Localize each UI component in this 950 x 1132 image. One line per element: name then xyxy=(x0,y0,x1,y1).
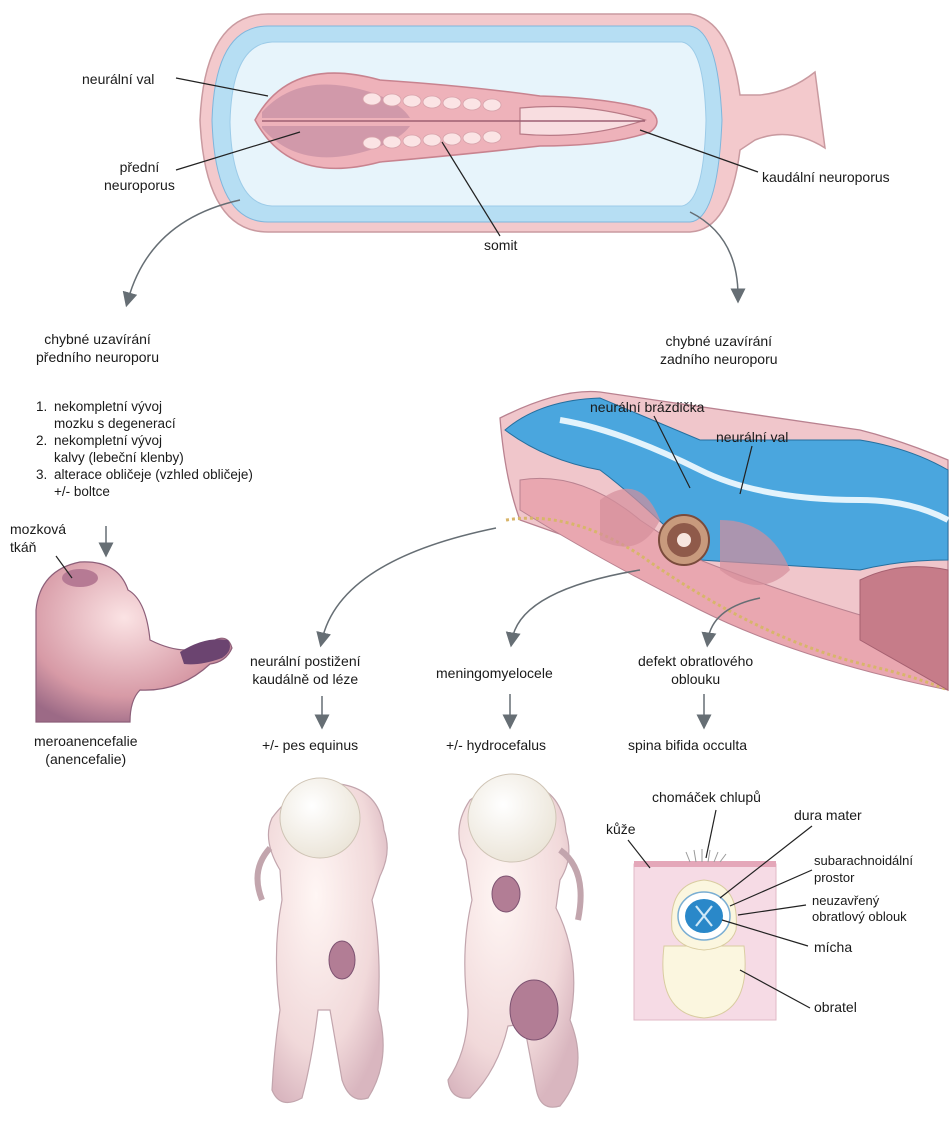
result-hydrocephalus: +/- hydrocefalus xyxy=(446,736,546,754)
label-spinal-cord: mícha xyxy=(814,938,852,956)
label-neural-groove: neurální brázdička xyxy=(590,398,704,416)
cross-section-illustration xyxy=(634,849,776,1020)
list-item: 1.nekompletní vývoj mozku s degenerací xyxy=(36,398,253,432)
fetus-back-view-1 xyxy=(258,778,388,1103)
label-subarachnoid-space: subarachnoidální prostor xyxy=(814,852,913,886)
outcome-meningomyelocele: meningomyelocele xyxy=(436,664,553,682)
anencephaly-fetus-illustration xyxy=(36,562,232,722)
label-somite: somit xyxy=(484,236,517,254)
list-item: 2.nekompletní vývoj kalvy (lebeční klenb… xyxy=(36,432,253,466)
label-skin: kůže xyxy=(606,820,636,838)
label-caudal-neuropore: kaudální neuroporus xyxy=(762,168,890,186)
embryo-illustration xyxy=(200,14,825,232)
fetus-back-view-2 xyxy=(448,774,581,1107)
result-pes-equinus: +/- pes equinus xyxy=(262,736,358,754)
label-hair-tuft: chomáček chlupů xyxy=(652,788,761,806)
heading-posterior-failure: chybné uzavírání zadního neuroporu xyxy=(660,332,778,368)
arrow-to-outcome-2 xyxy=(512,570,640,640)
heading-anterior-failure: chybné uzavírání předního neuroporu xyxy=(36,330,159,366)
anterior-defect-list: 1.nekompletní vývoj mozku s degenerací 2… xyxy=(36,398,253,500)
label-neural-fold: neurální val xyxy=(82,70,154,88)
outcome-arch-defect: defekt obratlového oblouku xyxy=(638,652,753,688)
label-dura-mater: dura mater xyxy=(794,806,862,824)
label-vertebra: obratel xyxy=(814,998,857,1016)
arrow-to-anterior xyxy=(128,200,240,300)
label-meroanencephaly: meroanencefalie (anencefalie) xyxy=(34,732,138,768)
arrow-to-outcome-1 xyxy=(322,528,496,640)
outcome-neural-deficit: neurální postižení kaudálně od léze xyxy=(250,652,361,688)
label-neural-fold-plate: neurální val xyxy=(716,428,788,446)
result-spina-bifida-occulta: spina bifida occulta xyxy=(628,736,747,754)
label-anterior-neuropore: přední neuroporus xyxy=(104,158,175,194)
label-brain-tissue: mozková tkáň xyxy=(10,520,66,556)
list-item: 3.alterace obličeje (vzhled obličeje) +/… xyxy=(36,466,253,500)
label-unclosed-arch: neuzavřený obratlový oblouk xyxy=(812,893,907,925)
